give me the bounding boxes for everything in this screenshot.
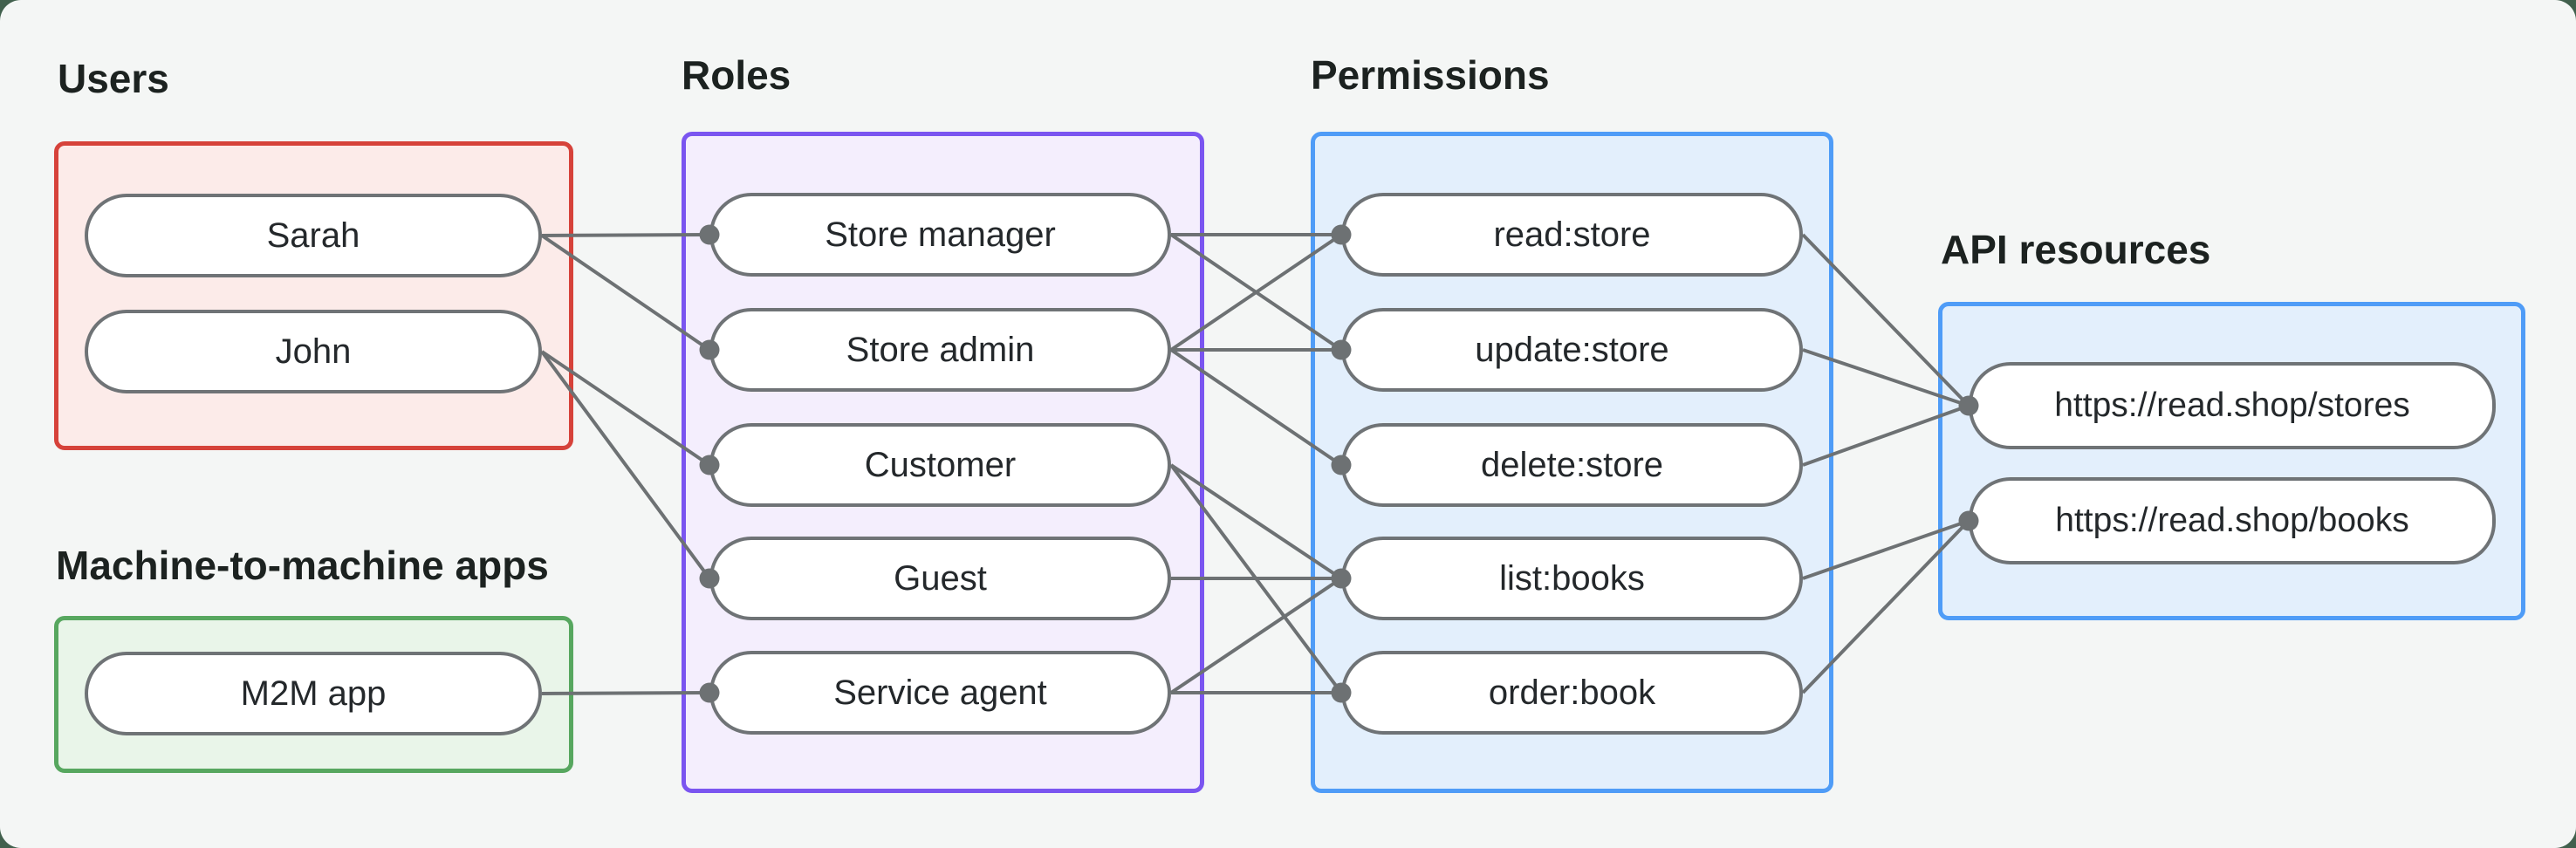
api-resource-node-books: https://read.shop/books xyxy=(1969,477,2496,564)
users-group-box xyxy=(54,141,573,450)
permission-node-update-store: update:store xyxy=(1341,308,1803,392)
permission-node-order-book: order:book xyxy=(1341,651,1803,735)
role-node-store-manager: Store manager xyxy=(709,193,1171,277)
m2m-group-label: Machine-to-machine apps xyxy=(56,543,549,588)
user-node-john: John xyxy=(85,310,542,393)
permission-node-delete-store: delete:store xyxy=(1341,423,1803,507)
permissions-group-label: Permissions xyxy=(1311,52,1550,98)
role-node-service-agent: Service agent xyxy=(709,651,1171,735)
users-group-label: Users xyxy=(58,56,169,101)
user-node-sarah: Sarah xyxy=(85,194,542,277)
permission-node-list-books: list:books xyxy=(1341,537,1803,620)
api-resource-node-stores: https://read.shop/stores xyxy=(1969,362,2496,449)
role-node-guest: Guest xyxy=(709,537,1171,620)
permission-node-read-store: read:store xyxy=(1341,193,1803,277)
role-node-customer: Customer xyxy=(709,423,1171,507)
api-resources-group-box xyxy=(1938,302,2525,620)
role-node-store-admin: Store admin xyxy=(709,308,1171,392)
m2m-app-node: M2M app xyxy=(85,652,542,735)
roles-group-label: Roles xyxy=(682,52,791,98)
api-resources-group-label: API resources xyxy=(1941,227,2211,272)
